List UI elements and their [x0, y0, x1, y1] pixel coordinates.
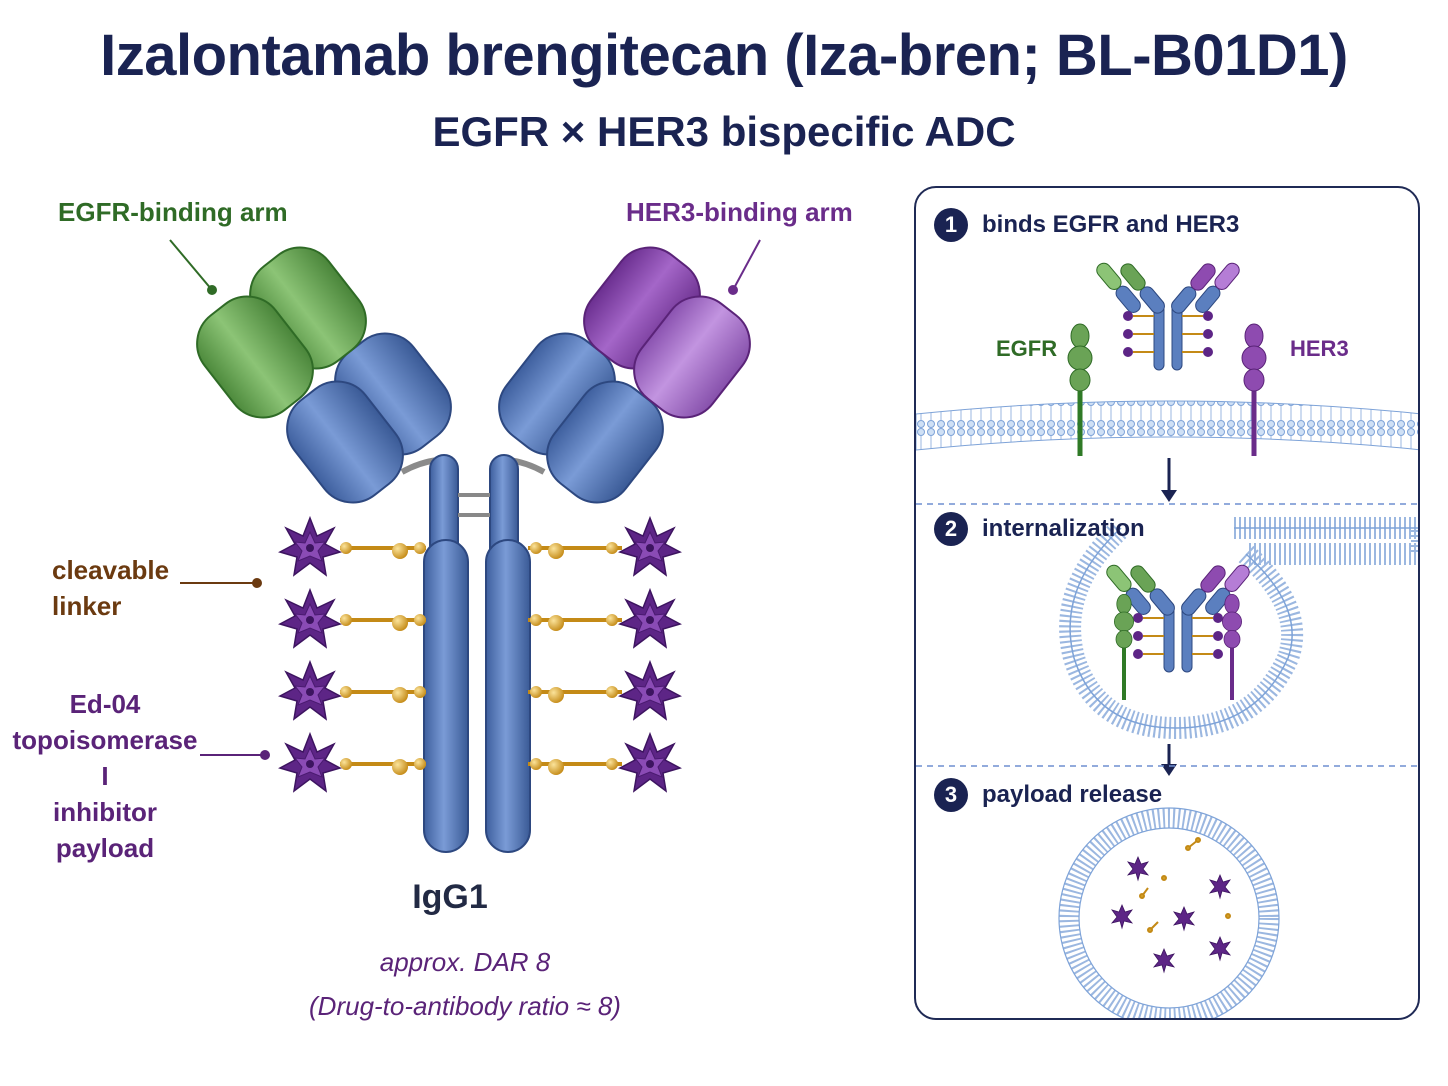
egfr-arm-label: EGFR-binding arm: [58, 197, 288, 227]
panel-her3-label: HER3: [1290, 336, 1349, 361]
step-3-number: 3: [934, 778, 968, 812]
dar-label-line2: (Drug-to-antibody ratio ≈ 8): [309, 991, 621, 1021]
left-payloads: [279, 517, 426, 792]
bound-adc-icon: [1092, 259, 1244, 371]
step-1-number: 1: [934, 208, 968, 242]
step-3: 3 payload release: [934, 778, 1162, 812]
right-payloads: [528, 517, 681, 792]
her3-arm-leader: [732, 239, 761, 291]
payload-label-line2: topoisomerase I: [12, 725, 198, 791]
step-1: 1 binds EGFR and HER3: [934, 208, 1239, 242]
lysosome: [1059, 808, 1279, 1018]
linker-label-line2: linker: [52, 591, 122, 621]
egfr-arm-leader: [169, 239, 213, 291]
fc-chain-left: [423, 539, 469, 853]
igg1-label: IgG1: [412, 878, 488, 916]
mechanism-panel: 1 binds EGFR and HER3 2 internalization …: [914, 186, 1420, 1020]
linker-label-line1: cleavable: [52, 555, 170, 585]
step-2-text: internalization: [982, 515, 1145, 542]
step-2: 2 internalization: [934, 512, 1145, 546]
fc-chain-right: [485, 539, 531, 853]
her3-arm-label: HER3-binding arm: [626, 197, 853, 227]
page-title: Izalontamab brengitecan (Iza-bren; BL-B0…: [100, 23, 1348, 88]
dar-label: approx. DAR 8 (Drug-to-antibody ratio ≈ …: [300, 940, 630, 1028]
step-1-text: binds EGFR and HER3: [982, 211, 1240, 238]
antibody-diagram: [169, 239, 761, 853]
step-2-number: 2: [934, 512, 968, 546]
her3-fab: [498, 246, 751, 504]
egfr-fab: [196, 246, 452, 504]
linker-label: cleavable linker: [52, 552, 169, 624]
panel-egfr-label: EGFR: [996, 336, 1058, 361]
cell-membrane: [916, 400, 1418, 451]
step-3-text: payload release: [982, 781, 1163, 808]
payload-label-line1: Ed-04: [69, 689, 141, 719]
dar-label-line1: approx. DAR 8: [379, 947, 551, 977]
page-subtitle: EGFR × HER3 bispecific ADC: [432, 108, 1016, 155]
mechanism-diagram: [916, 259, 1418, 1018]
payload-label: Ed-04 topoisomerase I inhibitor payload: [10, 686, 200, 866]
released-payloads: [1111, 856, 1231, 973]
payload-label-line3: inhibitor payload: [53, 797, 157, 863]
